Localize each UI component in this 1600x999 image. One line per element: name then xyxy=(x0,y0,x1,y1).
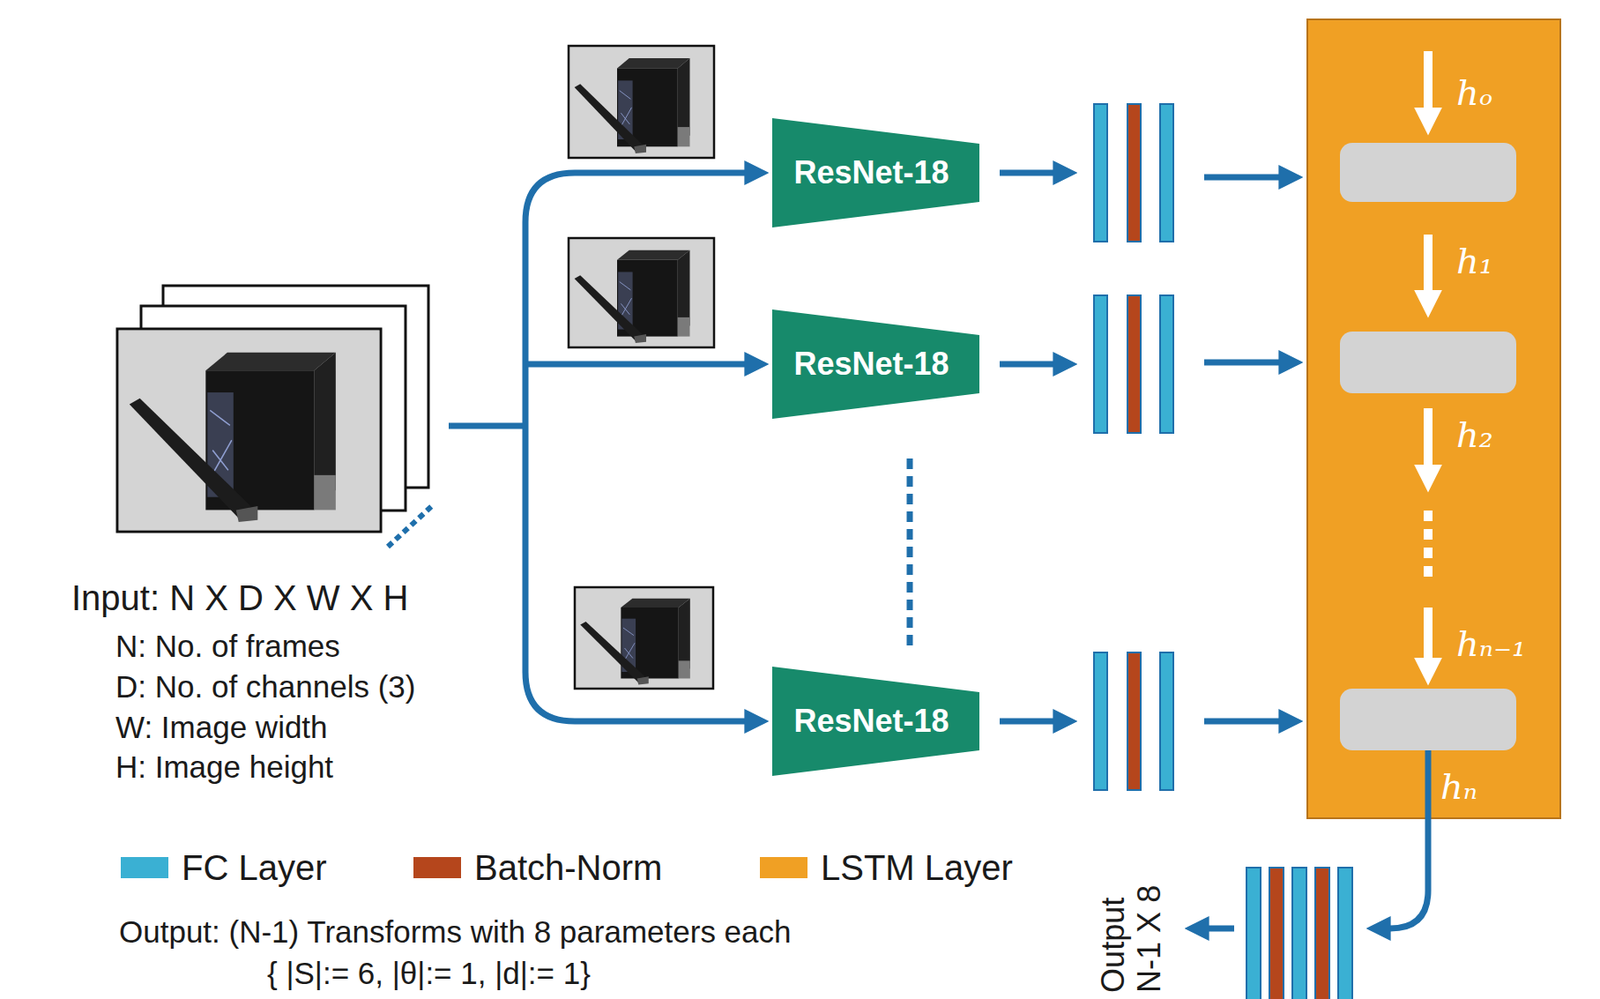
legend-text: Batch-Norm xyxy=(474,848,663,888)
legend-item: FC Layer xyxy=(120,844,328,891)
hidden-state-label: hₒ xyxy=(1456,71,1493,114)
hidden-state-label: hₙ xyxy=(1440,765,1478,808)
legend-text: FC Layer xyxy=(181,848,328,888)
hidden-state-label: h₂ xyxy=(1456,413,1494,456)
legend-text: LSTM Layer xyxy=(820,848,1013,888)
legend-swatch xyxy=(120,856,169,879)
hidden-state-label: h₁ xyxy=(1456,239,1494,283)
input-note: N: No. of frames xyxy=(115,628,341,664)
resnet-block: ResNet-18 xyxy=(772,118,980,228)
legend-item: Batch-Norm xyxy=(413,844,663,891)
resnet-block: ResNet-18 xyxy=(772,309,980,419)
input-note: W: Image width xyxy=(115,709,328,745)
legend-swatch xyxy=(759,856,808,879)
input-shape: Input: N X D X W X H xyxy=(71,577,409,618)
legend-swatch xyxy=(413,856,462,879)
output-shape: Output N-1 X 8 xyxy=(1094,873,1169,993)
output-description: Output: (N-1) Transforms with 8 paramete… xyxy=(119,914,792,950)
resnet-block: ResNet-18 xyxy=(772,666,980,776)
output-parameters: { |S|:= 6, |θ|:= 1, |d|:= 1} xyxy=(267,955,591,991)
input-note: H: Image height xyxy=(115,749,334,785)
input-note: D: No. of channels (3) xyxy=(115,669,416,705)
block-label: ResNet-18 xyxy=(793,154,949,192)
block-label: ResNet-18 xyxy=(793,345,949,383)
block-label: ResNet-18 xyxy=(793,702,949,740)
hidden-state-label: hₙ₋₁ xyxy=(1456,622,1526,665)
legend-item: LSTM Layer xyxy=(759,844,1013,891)
